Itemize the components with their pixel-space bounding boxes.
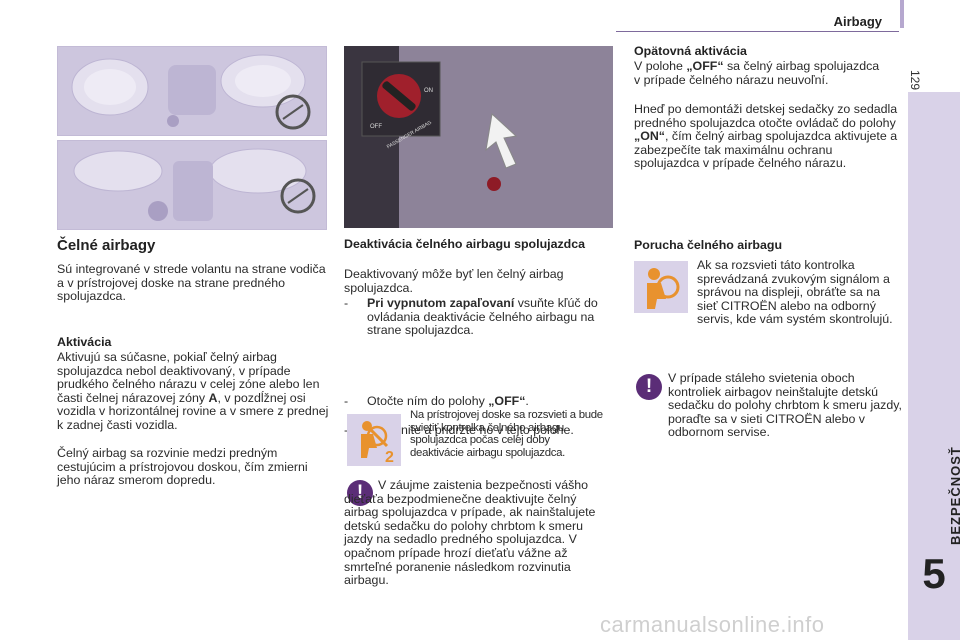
deactivation-intro: Deaktivovaný môže byť len čelný airbag s…: [344, 267, 564, 295]
heading-deactivation: Deaktivácia čelného airbagu spolujazdca: [344, 237, 586, 251]
deactivation-step-2: Otočte ním do polohy „OFF“.: [344, 393, 629, 409]
step2-text-b: .: [525, 393, 529, 408]
heading-activation: Aktivácia: [57, 335, 112, 349]
reactivation-paragraph-2: Hneď po demontáži detskej sedačky zo sed…: [634, 102, 900, 171]
reactivation-paragraph-1: V polohe „OFF“ sa čelný airbag spolujazd…: [634, 59, 884, 87]
header-rule: [616, 31, 899, 32]
zone-label: A: [208, 390, 218, 405]
chapter-sidebar: [908, 92, 960, 640]
airbag-fault-icon: [647, 268, 680, 309]
activation-text-b: , v pozdĺžnej osi vozidla v horizontálne…: [57, 390, 329, 432]
front-airbags-intro: Sú integrované v strede volantu na stran…: [57, 262, 326, 304]
svg-text:2: 2: [385, 449, 394, 466]
airbag-dashboard-drawing: [71, 54, 311, 130]
photo-airbag-switch: OFF ON PASSENGER AIRBAG: [344, 46, 613, 228]
watermark: carmanualsonline.info: [600, 612, 825, 637]
heading-front-airbags: Čelné airbagy: [57, 237, 156, 254]
chapter-label: BEZPEČNOSŤ: [948, 446, 960, 545]
heading-reactivation: Opätovná aktivácia: [634, 44, 747, 58]
react-on: „ON“: [634, 129, 665, 144]
deactivation-step-3: Vytiahnite a pridržte ho v tejto polohe.: [344, 424, 612, 438]
warning-icon: !: [347, 480, 373, 506]
switch-label-off: OFF: [370, 124, 382, 130]
illustration-passenger-airbag: [57, 140, 327, 230]
chapter-number: 5: [922, 550, 946, 597]
react2-text-b: , čím čelný airbag spolujazdca aktivujet…: [634, 129, 898, 171]
react-off: „OFF“: [686, 59, 724, 73]
child-seat-warning-text: V záujme zaistenia bezpečnosti vášho die…: [344, 478, 596, 588]
react2-text-a: Hneď po demontáži detskej sedačky zo sed…: [634, 102, 898, 130]
step1-rest: vsuňte kľúč do ovládania deaktivácie čel…: [367, 296, 598, 338]
airbag-fault-indicator-box: [634, 261, 688, 313]
warning-icon-right: !: [636, 374, 662, 400]
child-seat-warning: V záujme zaistenia bezpečnosti vášho die…: [344, 478, 614, 588]
react-text-a: V polohe: [634, 59, 687, 73]
page-number: 129: [908, 70, 922, 91]
activation-paragraph-1: Aktivujú sa súčasne, pokiaľ čelný airbag…: [57, 350, 333, 433]
deactivation-step-1: Pri vypnutom zapaľovaní vsuňte kľúč do o…: [344, 296, 629, 338]
heading-airbag-fault: Porucha čelného airbagu: [634, 238, 783, 252]
deactivation-indicator-note: Na prístrojovej doske sa rozsvieti a bud…: [410, 409, 603, 459]
airbag-fault-text: Ak sa rozsvieti táto kontrolka sprevádza…: [697, 258, 893, 327]
react-text-b: sa čelný airbag spolujazdca v prípade če…: [634, 59, 880, 87]
airbag-off-icon: 2: [361, 421, 394, 466]
section-title: Airbagy: [833, 14, 882, 29]
step2-text-a: Otočte ním do polohy: [367, 393, 489, 408]
both-lamps-warning: V prípade stáleho svietenia oboch kontro…: [668, 371, 902, 440]
activation-text-a: Aktivujú sa súčasne, pokiaľ čelný airbag…: [57, 350, 320, 405]
header-tab-marker: [900, 0, 904, 28]
illustration-driver-airbag: [57, 46, 327, 136]
switch-label-on: ON: [424, 88, 433, 94]
activation-paragraph-2: Čelný airbag sa rozvinie medzi predným c…: [57, 446, 308, 488]
airbag-off-indicator-box: 2: [347, 414, 401, 466]
switch-photo-drawing: [344, 46, 613, 228]
airbag-dashboard-drawing-2: [73, 148, 316, 221]
step1-bold: Pri vypnutom zapaľovaní: [367, 296, 515, 310]
off-position: „OFF“: [488, 393, 526, 408]
